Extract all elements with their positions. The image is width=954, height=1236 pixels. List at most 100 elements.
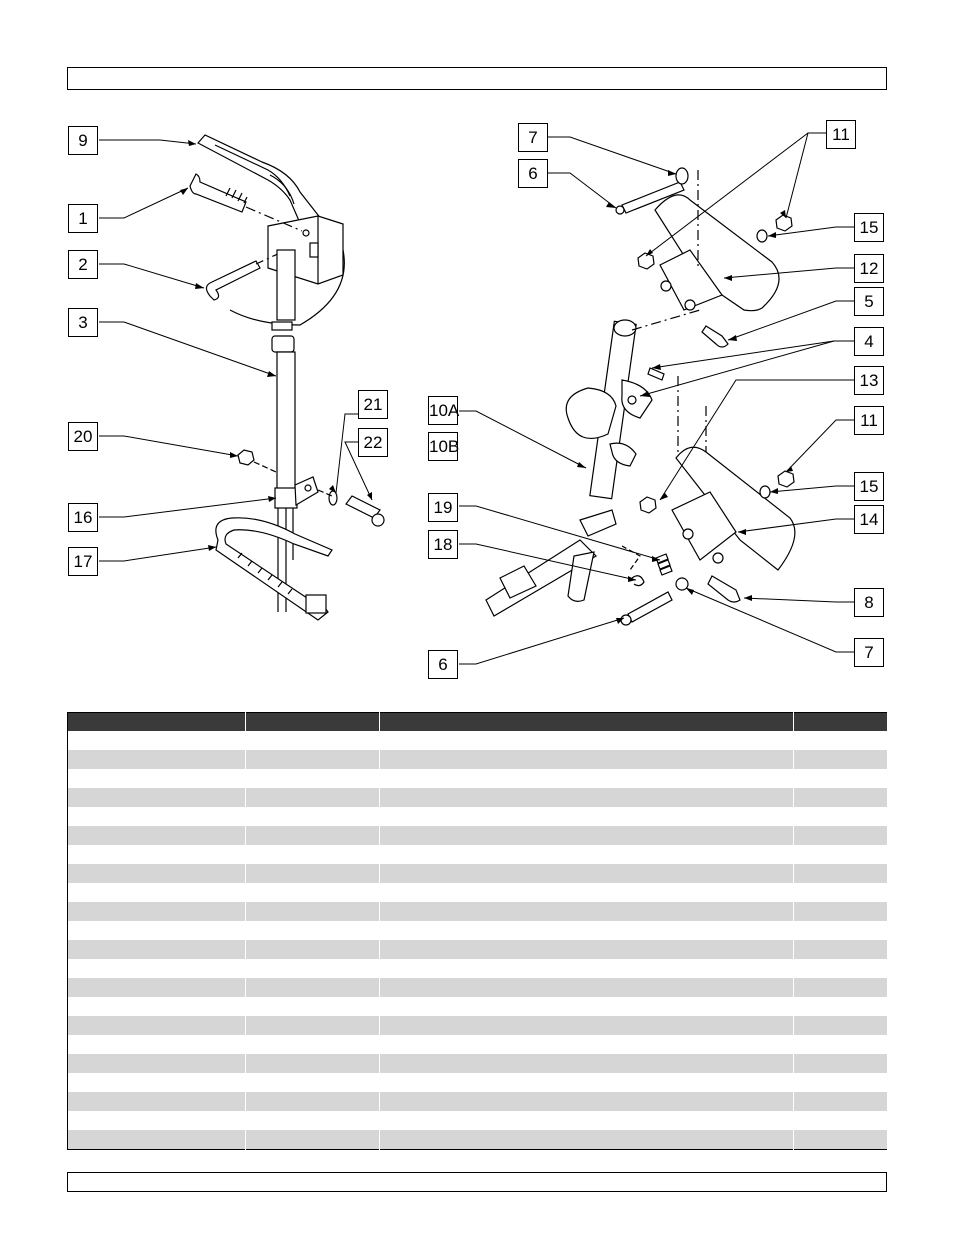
table-cell [379, 788, 794, 807]
nut-11-top [775, 214, 793, 232]
table-cell [793, 997, 889, 1016]
table-cell [793, 788, 889, 807]
table-cell [67, 978, 247, 997]
callout-6-top: 6 [518, 159, 548, 188]
lower-frame [675, 446, 796, 571]
table-cell [793, 750, 889, 769]
collar-13 [565, 387, 617, 439]
table-cell [793, 1054, 889, 1073]
callout-16: 16 [68, 503, 98, 532]
table-row [67, 978, 889, 997]
table-row [67, 788, 889, 807]
callout-2: 2 [68, 250, 98, 279]
table-row [67, 959, 889, 978]
table-cell [245, 788, 381, 807]
table-cell [793, 712, 889, 731]
callout-14: 14 [854, 505, 884, 534]
washer-7-lower [675, 577, 689, 591]
table-cell [793, 1073, 889, 1092]
table-cell [245, 1130, 381, 1150]
table-cell [245, 1035, 381, 1054]
cable-tie [215, 517, 333, 621]
callout-1: 1 [68, 204, 98, 233]
table-cell [67, 1054, 247, 1073]
table-header-row [67, 712, 889, 731]
spring-19 [655, 553, 673, 576]
callout-4: 4 [854, 327, 884, 356]
table-row [67, 807, 889, 826]
pin-bolt [189, 173, 247, 213]
table-cell [67, 1073, 247, 1092]
table-cell [67, 1016, 247, 1035]
table-cell [379, 902, 794, 921]
table-cell [379, 921, 794, 940]
table-cell [245, 845, 381, 864]
table-cell [67, 788, 247, 807]
rod-shaft [271, 335, 295, 353]
table-cell [379, 1130, 794, 1150]
table-row [67, 1054, 889, 1073]
table-cell [67, 1130, 247, 1150]
callout-11-lower: 11 [854, 406, 884, 435]
right-assembly [485, 167, 796, 626]
table-cell [67, 1092, 247, 1111]
table-cell [379, 750, 794, 769]
table-cell [245, 712, 381, 731]
table-cell [245, 940, 381, 959]
table-cell [67, 940, 247, 959]
table-cell [379, 1073, 794, 1092]
table-cell [245, 1054, 381, 1073]
callout-8: 8 [854, 588, 884, 617]
table-cell [379, 864, 794, 883]
table-cell [379, 940, 794, 959]
table-cell [67, 750, 247, 769]
callout-11-top: 11 [826, 120, 856, 149]
callout-7-lower: 7 [854, 638, 884, 667]
table-row [67, 1073, 889, 1092]
table-cell [245, 959, 381, 978]
table-cell [379, 845, 794, 864]
table-cell [67, 883, 247, 902]
pin-4 [647, 367, 665, 381]
header-bar [67, 67, 887, 90]
table-cell [379, 1111, 794, 1130]
table-cell [379, 1016, 794, 1035]
callout-18: 18 [428, 530, 458, 559]
washer-21 [328, 490, 338, 506]
nut-11-left [637, 252, 655, 270]
table-cell [245, 769, 381, 788]
table-cell [379, 1092, 794, 1111]
callout-6-lower: 6 [428, 650, 458, 679]
table-cell [379, 807, 794, 826]
ring-18 [631, 575, 645, 587]
table-row [67, 1130, 889, 1150]
callout-7-top: 7 [518, 123, 548, 152]
table-cell [379, 769, 794, 788]
table-row [67, 883, 889, 902]
table-cell [67, 807, 247, 826]
table-cell [379, 712, 794, 731]
table-cell [245, 921, 381, 940]
leader-arrowheads [180, 140, 793, 624]
table-cell [245, 978, 381, 997]
screw-22 [345, 495, 381, 519]
table-cell [793, 807, 889, 826]
callout-17: 17 [68, 547, 98, 576]
table-cell [67, 864, 247, 883]
table-cell [793, 1130, 889, 1150]
table-cell [67, 1111, 247, 1130]
table-cell [67, 959, 247, 978]
table-cell [379, 978, 794, 997]
diagram-artwork [99, 132, 854, 665]
table-cell [245, 750, 381, 769]
nut-11-lower [777, 470, 795, 488]
table-cell [245, 864, 381, 883]
table-row [67, 1111, 889, 1130]
table-cell [793, 921, 889, 940]
upper-shaft [276, 249, 296, 321]
table-row [67, 1016, 889, 1035]
table-cell [245, 1073, 381, 1092]
table-cell [793, 845, 889, 864]
table-cell [379, 997, 794, 1016]
table-cell [793, 731, 889, 750]
